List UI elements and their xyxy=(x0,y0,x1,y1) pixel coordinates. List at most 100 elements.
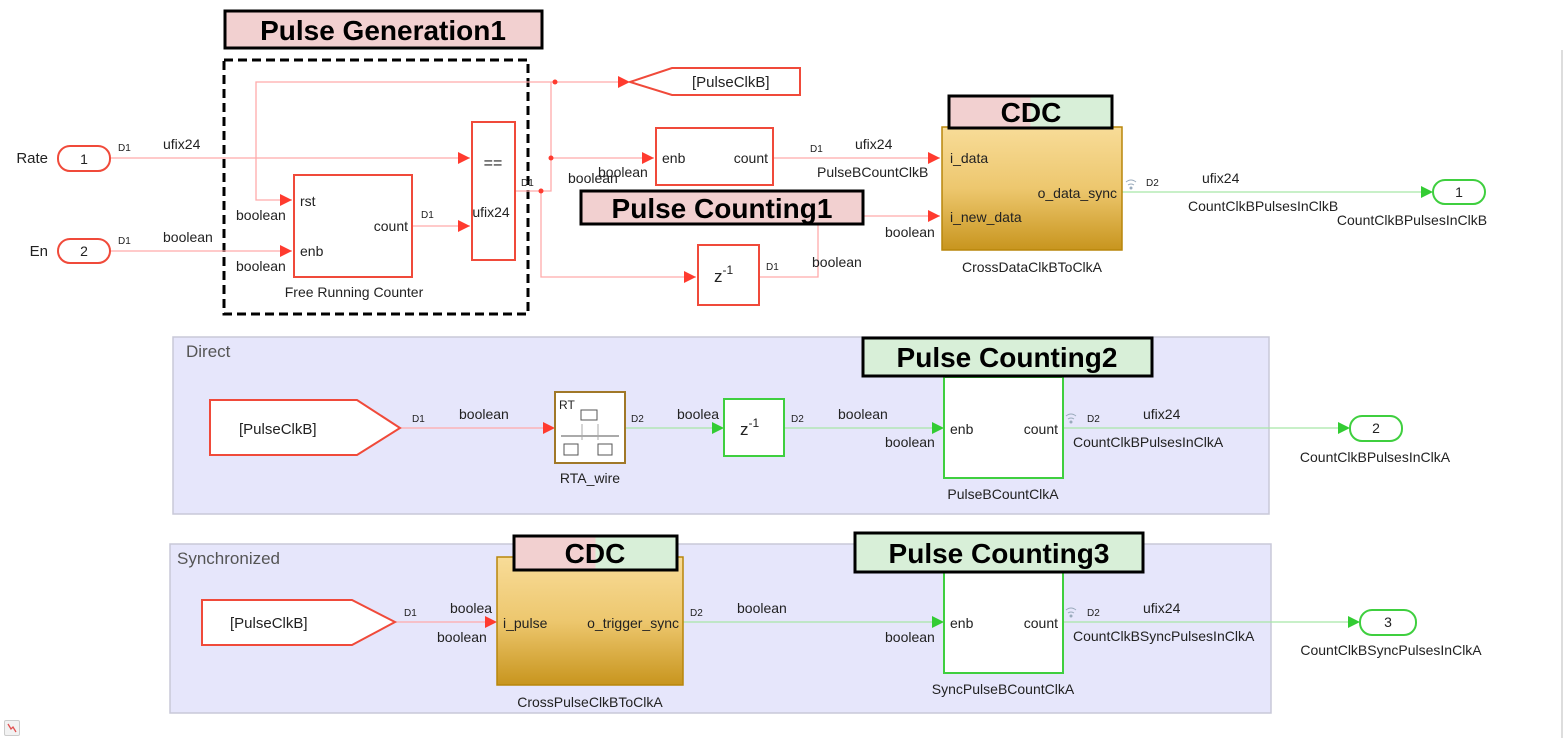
signal-rate-domain: D1 xyxy=(118,143,131,154)
port-type-label: boolean xyxy=(885,224,935,240)
signal-name: CountClkBSyncPulsesInClkA xyxy=(1073,628,1255,644)
signal-rate-type: ufix24 xyxy=(163,136,201,152)
block-compare[interactable]: == ufix24 xyxy=(471,121,516,261)
block-free-running-counter[interactable]: rst enb count Free Running Counter xyxy=(285,174,424,300)
annotation-cdc-1: CDC xyxy=(947,94,1114,130)
block-delay-direct[interactable]: z-1 xyxy=(723,398,785,457)
from-tag: [PulseClkB] xyxy=(230,615,308,632)
outport-number: 1 xyxy=(1455,184,1463,200)
signal-name: CountClkBPulsesInClkB xyxy=(1188,198,1338,214)
signal-domain: D2 xyxy=(631,414,644,425)
annotation-cdc-2: CDC xyxy=(512,534,679,572)
block-sync-pulse-b-count-clka[interactable]: enb count SyncPulseBCountClkA xyxy=(932,571,1075,697)
block-name: RTA_wire xyxy=(560,470,620,486)
signal-type-label: boolea xyxy=(677,406,719,422)
signal-type-label: ufix24 xyxy=(1143,406,1181,422)
port-enb: enb xyxy=(662,150,686,166)
wifi-icon xyxy=(1125,179,1137,190)
signal-domain: D2 xyxy=(690,608,703,619)
block-rta-wire[interactable]: RT RTA_wire xyxy=(554,391,626,486)
outport-name: CountClkBSyncPulsesInClkA xyxy=(1300,642,1482,658)
delay-symbol: z xyxy=(714,267,723,286)
delay-symbol: z xyxy=(740,420,749,439)
block-delay-top[interactable]: z-1 xyxy=(697,244,760,306)
inport-rate[interactable]: 1 Rate xyxy=(16,145,111,172)
port-i-pulse: i_pulse xyxy=(503,615,548,631)
signal-type-label: boolean xyxy=(568,170,618,186)
outport-name: CountClkBPulsesInClkB xyxy=(1337,212,1487,228)
inport-name: Rate xyxy=(16,150,48,167)
signal-type-label: ufix24 xyxy=(1143,600,1181,616)
pulse-generation-dashed-box xyxy=(222,58,530,316)
annotation-pulse-generation: Pulse Generation1 xyxy=(223,9,544,50)
signal-type-label: boolea xyxy=(450,600,492,616)
port-o-data-sync: o_data_sync xyxy=(1038,185,1117,201)
compare-type: ufix24 xyxy=(472,204,510,220)
block-name: CrossPulseClkBToClkA xyxy=(517,694,663,710)
port-o-trigger-sync: o_trigger_sync xyxy=(587,615,679,631)
vertical-scrollbar[interactable] xyxy=(1561,50,1563,738)
inport-en[interactable]: 2 En xyxy=(30,238,111,264)
compare-symbol: == xyxy=(484,155,503,172)
block-pulse-b-count-clka[interactable]: enb count PulseBCountClkA xyxy=(943,376,1064,502)
goto-tag: [PulseClkB] xyxy=(692,74,770,91)
delay-exponent: -1 xyxy=(723,263,734,277)
from-pulseclkb-direct[interactable]: [PulseClkB] xyxy=(209,399,402,456)
port-count: count xyxy=(1024,615,1058,631)
signal-domain: D1 xyxy=(404,608,417,619)
signal-type-label: ufix24 xyxy=(1202,170,1240,186)
signal-type-label: boolean xyxy=(838,406,888,422)
outport-count-clkb-pulses-in-clka[interactable]: 2 CountClkBPulsesInClkA xyxy=(1300,415,1451,465)
block-pulse-count-clkb[interactable]: enb count xyxy=(655,127,774,186)
port-i-data: i_data xyxy=(950,150,988,166)
delay-exponent: -1 xyxy=(749,416,760,430)
port-enb: enb xyxy=(300,243,324,259)
signal-en-type: boolean xyxy=(163,229,213,245)
port-count: count xyxy=(374,218,408,234)
signal-type-label: ufix24 xyxy=(855,136,893,152)
inport-name: En xyxy=(30,243,48,260)
inport-number: 1 xyxy=(80,151,88,167)
annotation-pulse-counting-2: Pulse Counting2 xyxy=(861,336,1154,378)
area-direct-title: Direct xyxy=(186,342,231,361)
goto-pulseclkb[interactable]: [PulseClkB] xyxy=(626,67,801,96)
port-rst: rst xyxy=(300,193,316,209)
from-tag: [PulseClkB] xyxy=(239,421,317,438)
block-name: SyncPulseBCountClkA xyxy=(932,681,1075,697)
svg-text:Pulse Counting1: Pulse Counting1 xyxy=(612,193,833,224)
svg-text:Pulse Counting2: Pulse Counting2 xyxy=(897,342,1118,373)
from-pulseclkb-sync[interactable]: [PulseClkB] xyxy=(201,599,398,646)
area-synchronized-title: Synchronized xyxy=(177,549,280,568)
signal-domain: D1 xyxy=(412,414,425,425)
signal-domain: D2 xyxy=(791,414,804,425)
signal-hierarchy-icon[interactable] xyxy=(4,720,20,736)
svg-text:CDC: CDC xyxy=(565,538,626,569)
signal-name: CountClkBPulsesInClkA xyxy=(1073,434,1224,450)
port-type-label: boolean xyxy=(236,207,286,223)
wifi-icon xyxy=(1065,607,1077,618)
svg-text:z-1: z-1 xyxy=(714,263,733,286)
block-cross-data-clkb-to-clka[interactable]: i_data i_new_data o_data_sync CrossDataC… xyxy=(941,126,1123,275)
signal-domain: D2 xyxy=(1146,178,1159,189)
block-name: CrossDataClkBToClkA xyxy=(962,259,1103,275)
signal-type-label: boolean xyxy=(459,406,509,422)
port-enb: enb xyxy=(950,421,974,437)
svg-text:CDC: CDC xyxy=(1001,97,1062,128)
port-count: count xyxy=(1024,421,1058,437)
wires-top xyxy=(110,76,1433,283)
rate-transition-icon xyxy=(561,409,619,456)
annotation-pulse-counting-1: Pulse Counting1 xyxy=(579,189,865,226)
signal-domain: D2 xyxy=(1087,414,1100,425)
port-i-new-data: i_new_data xyxy=(950,209,1022,225)
signal-compare-domain: D1 xyxy=(521,178,534,189)
outport-number: 3 xyxy=(1384,614,1392,630)
block-name: PulseBCountClkA xyxy=(947,486,1059,502)
port-enb: enb xyxy=(950,615,974,631)
outport-count-clkb-pulses-in-clkb[interactable]: 1 CountClkBPulsesInClkB xyxy=(1337,179,1487,228)
signal-en-domain: D1 xyxy=(118,236,131,247)
outport-count-clkb-sync-pulses-in-clka[interactable]: 3 CountClkBSyncPulsesInClkA xyxy=(1300,609,1482,658)
rta-glyph: RT xyxy=(559,398,575,412)
signal-domain: D1 xyxy=(810,144,823,155)
svg-text:z-1: z-1 xyxy=(740,416,759,439)
